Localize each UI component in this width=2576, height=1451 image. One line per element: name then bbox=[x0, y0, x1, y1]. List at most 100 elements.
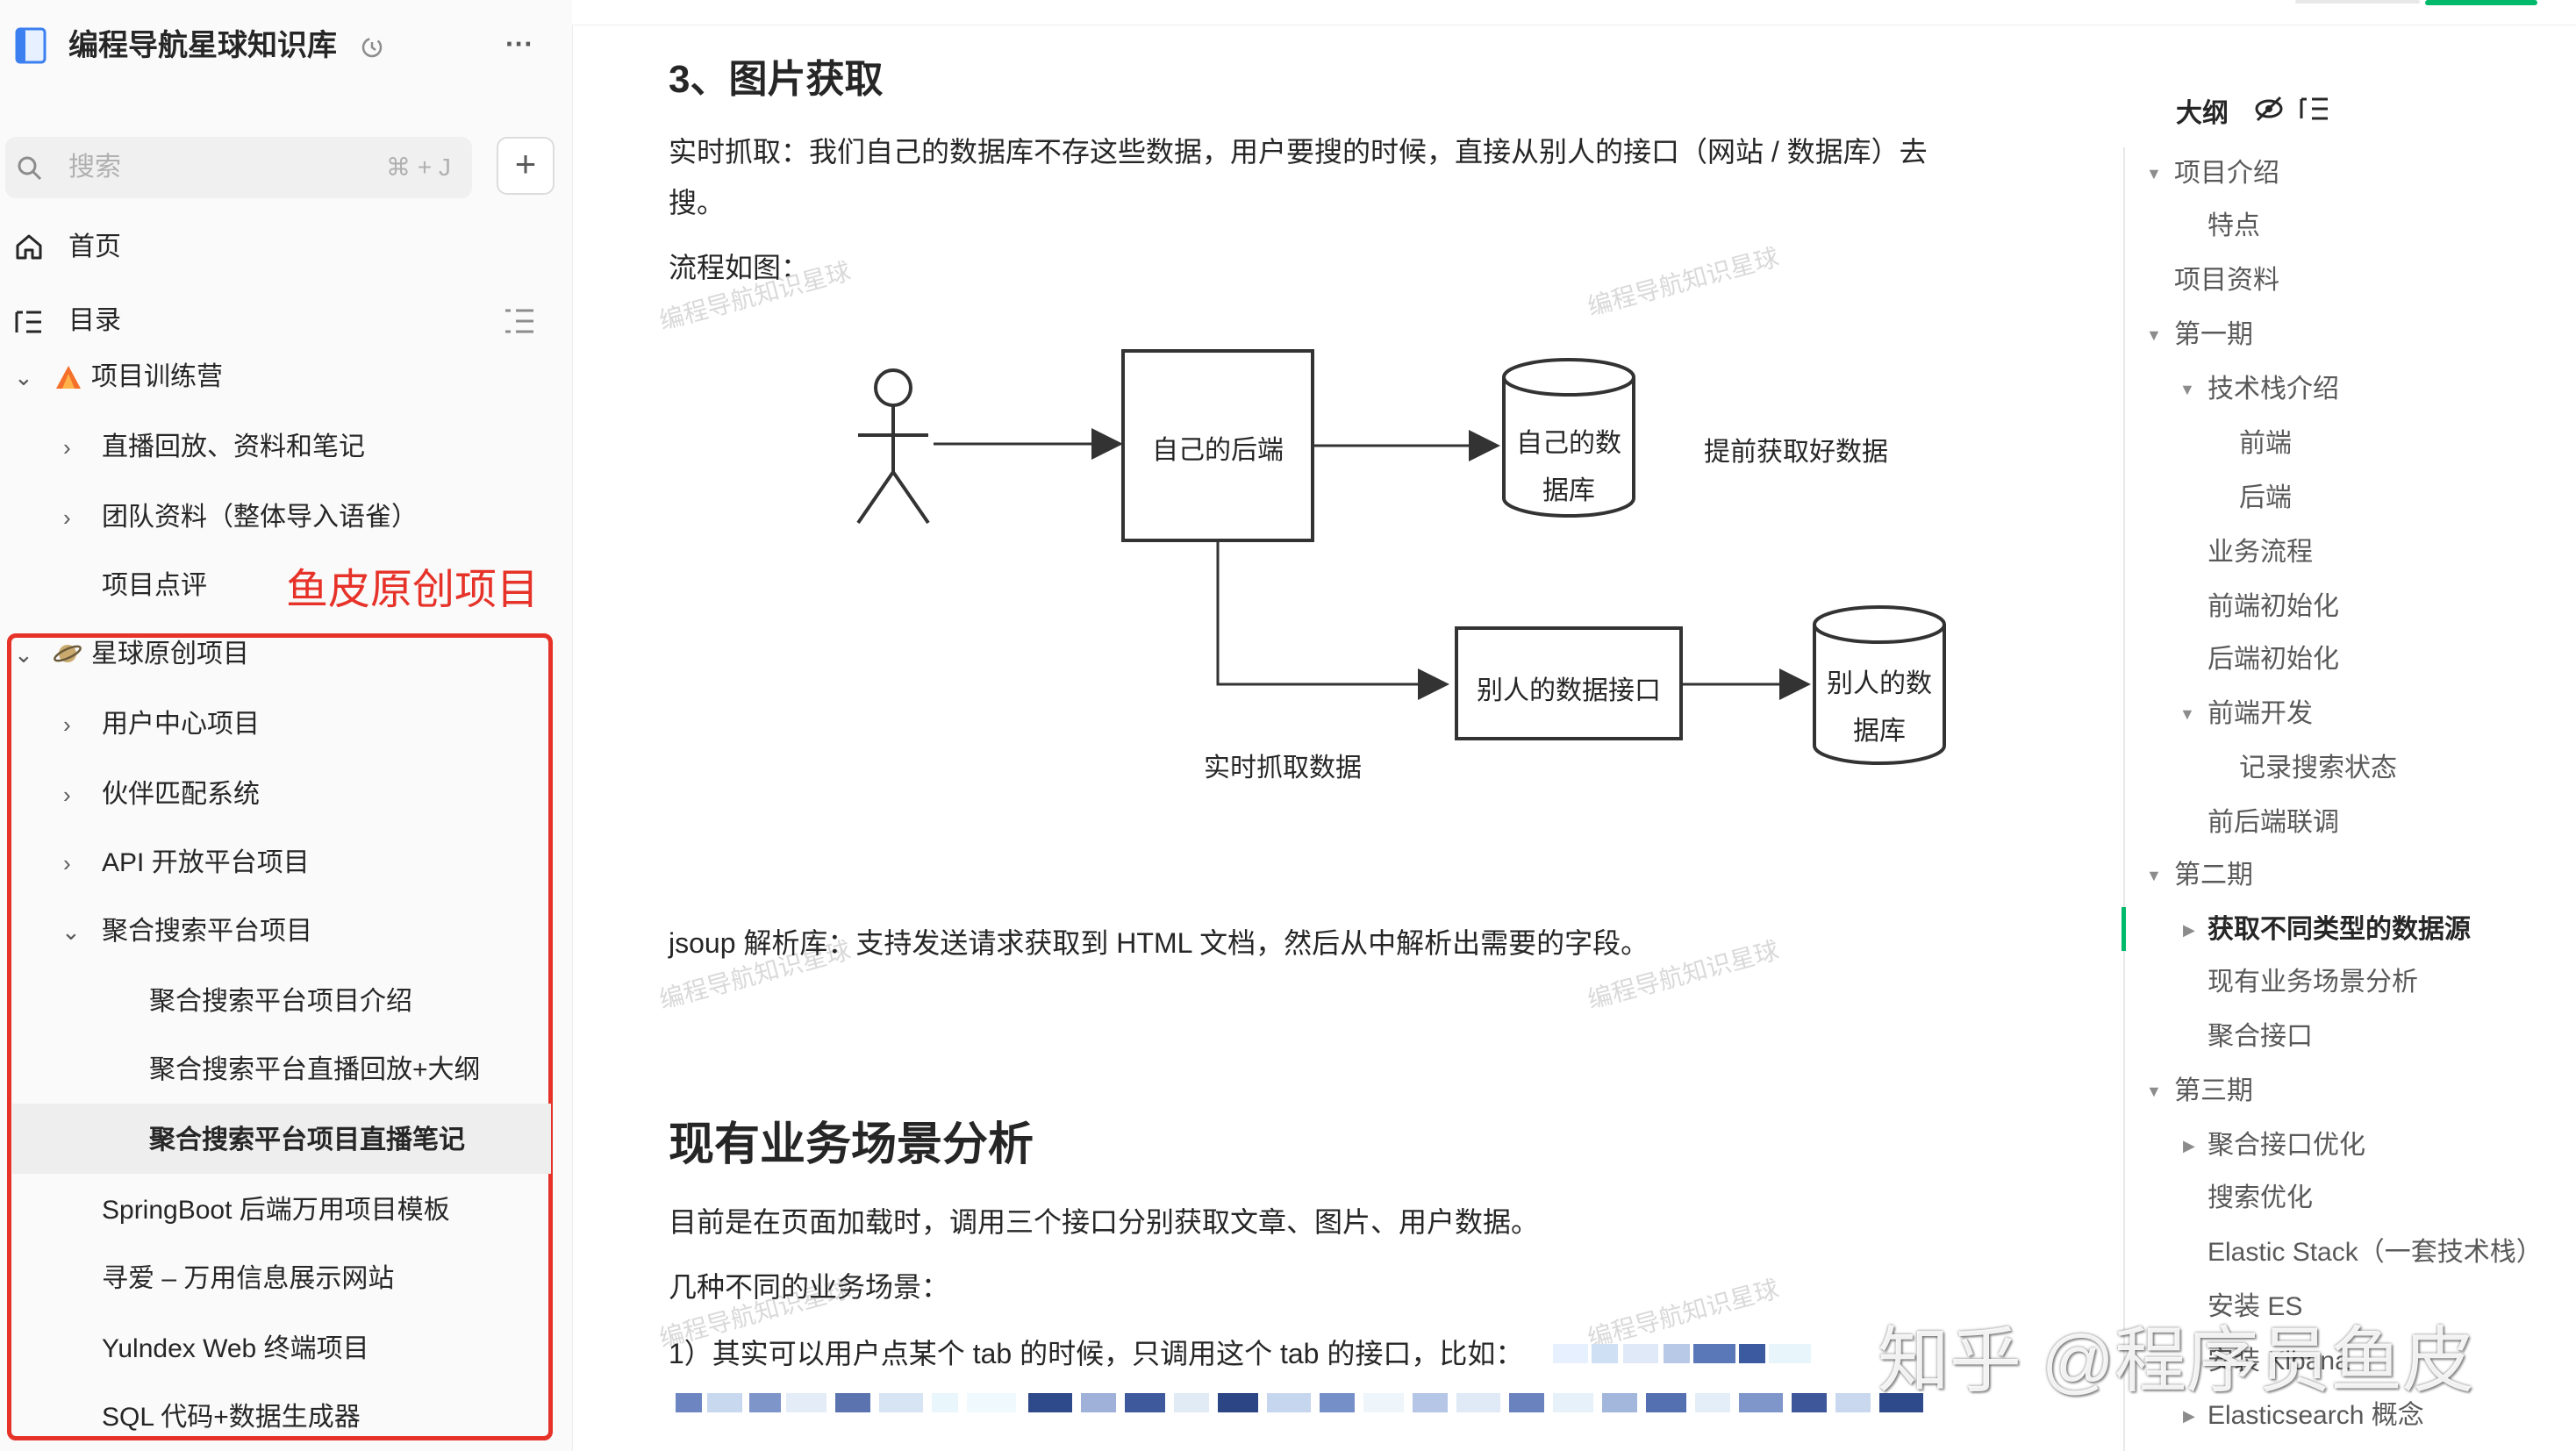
outline-title: 大纲 bbox=[2176, 99, 2229, 128]
diagram-label: 实时抓取数据 bbox=[1204, 754, 1362, 783]
tree-item[interactable]: Yulndex Web 终端项目 bbox=[102, 1334, 369, 1363]
section-heading: 3、图片获取 bbox=[669, 58, 884, 101]
outline-item[interactable]: 现有业务场景分析 bbox=[2207, 968, 2418, 997]
diagram-label: 别人的数据接口 bbox=[1477, 676, 1661, 705]
outline-item[interactable]: 第一期 bbox=[2174, 320, 2253, 349]
home-icon bbox=[16, 234, 42, 260]
tree-item[interactable]: 伙伴匹配系统 bbox=[102, 780, 260, 809]
outline-item[interactable]: 后端初始化 bbox=[2207, 645, 2339, 674]
diagram-label: 提前获取好数据 bbox=[1704, 438, 1888, 467]
tree-item[interactable]: 寻爱 – 万用信息展示网站 bbox=[102, 1264, 395, 1293]
search-shortcut: ⌘ + J bbox=[386, 154, 451, 181]
outline-track bbox=[2123, 147, 2125, 1451]
outline-item[interactable]: 前后端联调 bbox=[2207, 808, 2339, 837]
outline-item[interactable]: 项目介绍 bbox=[2174, 159, 2279, 188]
triangle-down-icon[interactable]: ▼ bbox=[2146, 1083, 2162, 1100]
arrow-backend-to-api bbox=[1216, 542, 1449, 700]
share-button[interactable] bbox=[2425, 0, 2537, 5]
diagram-label: 据库 bbox=[1542, 476, 1595, 505]
chevron-down-icon[interactable]: ⌄ bbox=[14, 641, 33, 668]
outline-item[interactable]: 第二期 bbox=[2174, 861, 2253, 890]
tree-item[interactable]: 直播回放、资料和笔记 bbox=[102, 432, 365, 461]
tree-item-active[interactable]: 聚合搜索平台项目直播笔记 bbox=[149, 1126, 465, 1154]
triangle-down-icon[interactable]: ▼ bbox=[2146, 326, 2162, 344]
tree-item[interactable]: 星球原创项目 bbox=[91, 640, 249, 668]
sync-icon[interactable] bbox=[360, 35, 384, 60]
outline-item[interactable]: 特点 bbox=[2207, 211, 2260, 240]
pixelated-content bbox=[676, 1393, 1923, 1412]
outline-item[interactable]: 业务流程 bbox=[2207, 538, 2313, 567]
tree-item[interactable]: 项目点评 bbox=[102, 571, 207, 600]
chevron-right-icon[interactable]: › bbox=[63, 504, 71, 531]
toc-icon bbox=[15, 311, 41, 333]
outline-item[interactable]: 搜索优化 bbox=[2207, 1183, 2313, 1212]
outline-item[interactable]: 安装 ES bbox=[2207, 1292, 2303, 1321]
outline-item[interactable]: 聚合接口优化 bbox=[2207, 1131, 2365, 1160]
triangle-down-icon[interactable]: ▼ bbox=[2179, 381, 2195, 398]
add-button[interactable]: + bbox=[497, 137, 555, 195]
triangle-down-icon[interactable]: ▼ bbox=[2179, 705, 2195, 723]
diagram-label: 自己的后端 bbox=[1152, 436, 1284, 465]
outline-item[interactable]: 前端初始化 bbox=[2207, 592, 2339, 621]
tree-item[interactable]: 团队资料（整体导入语雀） bbox=[102, 503, 418, 532]
other-api-box bbox=[1455, 626, 1683, 740]
watermark-text: 编程导航知识星球 bbox=[1585, 243, 1782, 321]
triangle-right-icon[interactable]: ▶ bbox=[2183, 1137, 2195, 1154]
toc-toggle-icon[interactable] bbox=[504, 307, 535, 335]
outline-active-indicator bbox=[2122, 907, 2126, 951]
outline-item[interactable]: 前端开发 bbox=[2207, 699, 2313, 728]
nav-toc[interactable]: 目录 bbox=[68, 306, 121, 335]
outline-item[interactable]: 项目资料 bbox=[2174, 266, 2279, 295]
outline-item[interactable]: Elasticsearch 概念 bbox=[2207, 1401, 2424, 1430]
eye-off-icon[interactable] bbox=[2253, 93, 2285, 125]
triangle-right-icon[interactable]: ▶ bbox=[2183, 921, 2195, 939]
section-heading: 现有业务场景分析 bbox=[669, 1119, 1034, 1170]
triangle-down-icon[interactable]: ▼ bbox=[2146, 867, 2162, 884]
outline-item[interactable]: 安装 Kibana bbox=[2207, 1347, 2350, 1376]
tree-item[interactable]: SpringBoot 后端万用项目模板 bbox=[102, 1196, 450, 1225]
diagram-label: 别人的数 bbox=[1827, 669, 1932, 698]
own-db-cylinder bbox=[1502, 358, 1635, 518]
book-icon bbox=[15, 27, 47, 64]
other-db-cylinder bbox=[1813, 605, 1946, 765]
highlight-box bbox=[7, 633, 553, 1440]
sidebar: 编程导航星球知识库 ··· 搜索 ⌘ + J + 首页 目录 ⌄ 项目训练营 bbox=[0, 0, 573, 1451]
tree-item[interactable]: 项目训练营 bbox=[91, 362, 223, 391]
chevron-right-icon[interactable]: › bbox=[63, 711, 71, 738]
outline-item[interactable]: 后端 bbox=[2239, 483, 2292, 512]
chevron-right-icon[interactable]: › bbox=[63, 850, 71, 876]
outline-item[interactable]: 记录搜索状态 bbox=[2239, 754, 2397, 783]
header-button[interactable] bbox=[2295, 0, 2420, 4]
outline-item[interactable]: 聚合接口 bbox=[2207, 1022, 2313, 1051]
tree-item[interactable]: 聚合搜索平台直播回放+大纲 bbox=[149, 1055, 481, 1084]
camp-icon bbox=[56, 366, 81, 389]
diagram-label: 据库 bbox=[1853, 717, 1906, 746]
outline-item[interactable]: 技术栈介绍 bbox=[2207, 375, 2339, 404]
tree-item[interactable]: SQL 代码+数据生成器 bbox=[102, 1403, 361, 1432]
annotation-label: 鱼皮原创项目 bbox=[286, 567, 540, 613]
tree-item[interactable]: 聚合搜索平台项目介绍 bbox=[149, 987, 412, 1016]
outline-item[interactable]: Elastic Stack（一套技术栈） bbox=[2207, 1238, 2543, 1267]
outline-item[interactable]: 第三期 bbox=[2174, 1076, 2253, 1105]
chevron-right-icon[interactable]: › bbox=[63, 434, 71, 461]
more-menu-button[interactable]: ··· bbox=[505, 28, 533, 60]
paragraph: 搜。 bbox=[669, 187, 726, 218]
triangle-right-icon[interactable]: ▶ bbox=[2183, 1407, 2195, 1425]
chevron-down-icon[interactable]: ⌄ bbox=[61, 918, 81, 945]
triangle-down-icon[interactable]: ▼ bbox=[2146, 165, 2162, 182]
nav-home[interactable]: 首页 bbox=[68, 232, 121, 261]
tree-item[interactable]: 用户中心项目 bbox=[102, 710, 260, 739]
outline-item[interactable]: 前端 bbox=[2239, 429, 2292, 458]
knowledge-base-title[interactable]: 编程导航星球知识库 bbox=[68, 29, 337, 62]
tree-item[interactable]: 聚合搜索平台项目 bbox=[102, 917, 312, 946]
chevron-down-icon[interactable]: ⌄ bbox=[14, 364, 33, 390]
chevron-right-icon[interactable]: › bbox=[63, 782, 71, 808]
planet-icon bbox=[54, 645, 82, 662]
paragraph: 实时抓取：我们自己的数据库不存这些数据，用户要搜的时候，直接从别人的接口（网站 … bbox=[669, 136, 1928, 168]
tree-item[interactable]: API 开放平台项目 bbox=[102, 848, 310, 877]
outline-list-icon[interactable] bbox=[2299, 93, 2330, 125]
search-input[interactable]: 搜索 ⌘ + J bbox=[5, 137, 472, 198]
outline-item-active[interactable]: 获取不同类型的数据源 bbox=[2207, 915, 2471, 944]
pixelated-content bbox=[1553, 1344, 1811, 1363]
paragraph: jsoup 解析库：支持发送请求获取到 HTML 文档，然后从中解析出需要的字段… bbox=[669, 927, 1649, 959]
